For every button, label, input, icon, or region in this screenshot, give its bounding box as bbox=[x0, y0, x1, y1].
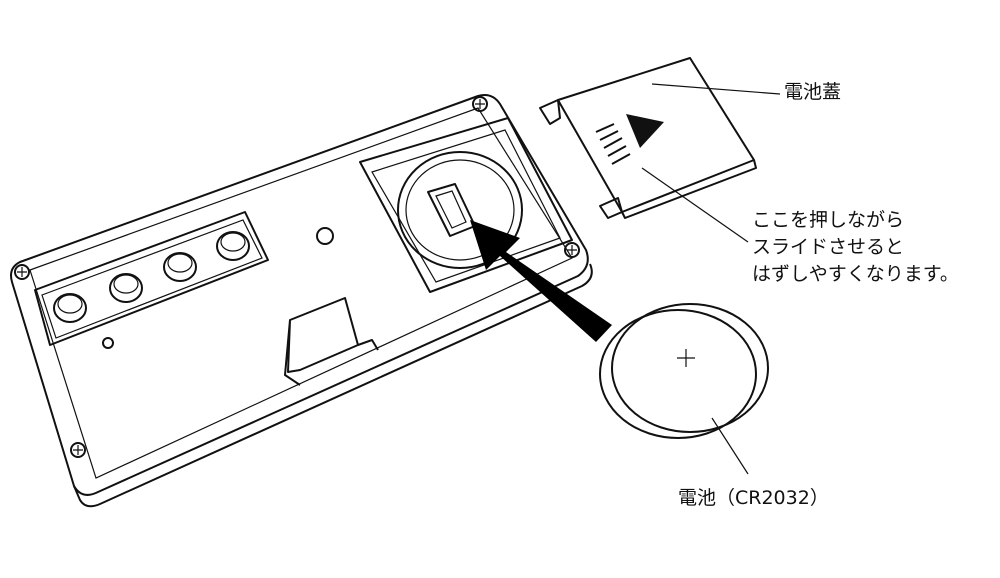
device-buttons bbox=[53, 231, 250, 323]
battery-leader-line bbox=[711, 417, 749, 475]
device-body bbox=[10, 94, 593, 508]
instruction-line-1: ここを押しながら bbox=[752, 209, 905, 231]
insert-arrow bbox=[470, 220, 612, 342]
screw-icons bbox=[14, 96, 580, 458]
battery-cover-label: 電池蓋 bbox=[784, 81, 842, 103]
plus-icon bbox=[677, 349, 695, 367]
battery-label: 電池（CR2032） bbox=[678, 487, 829, 509]
cover-leader-line bbox=[651, 83, 781, 95]
instruction-leader-line bbox=[641, 167, 749, 243]
button-panel bbox=[34, 211, 334, 349]
coin-battery bbox=[599, 303, 769, 439]
stand-tab bbox=[284, 297, 379, 386]
instruction-line-2: スライドさせると bbox=[752, 236, 905, 258]
battery-cover bbox=[539, 57, 757, 219]
battery-compartment bbox=[359, 117, 573, 293]
instruction-line-3: はずしやすくなります。 bbox=[752, 263, 959, 285]
